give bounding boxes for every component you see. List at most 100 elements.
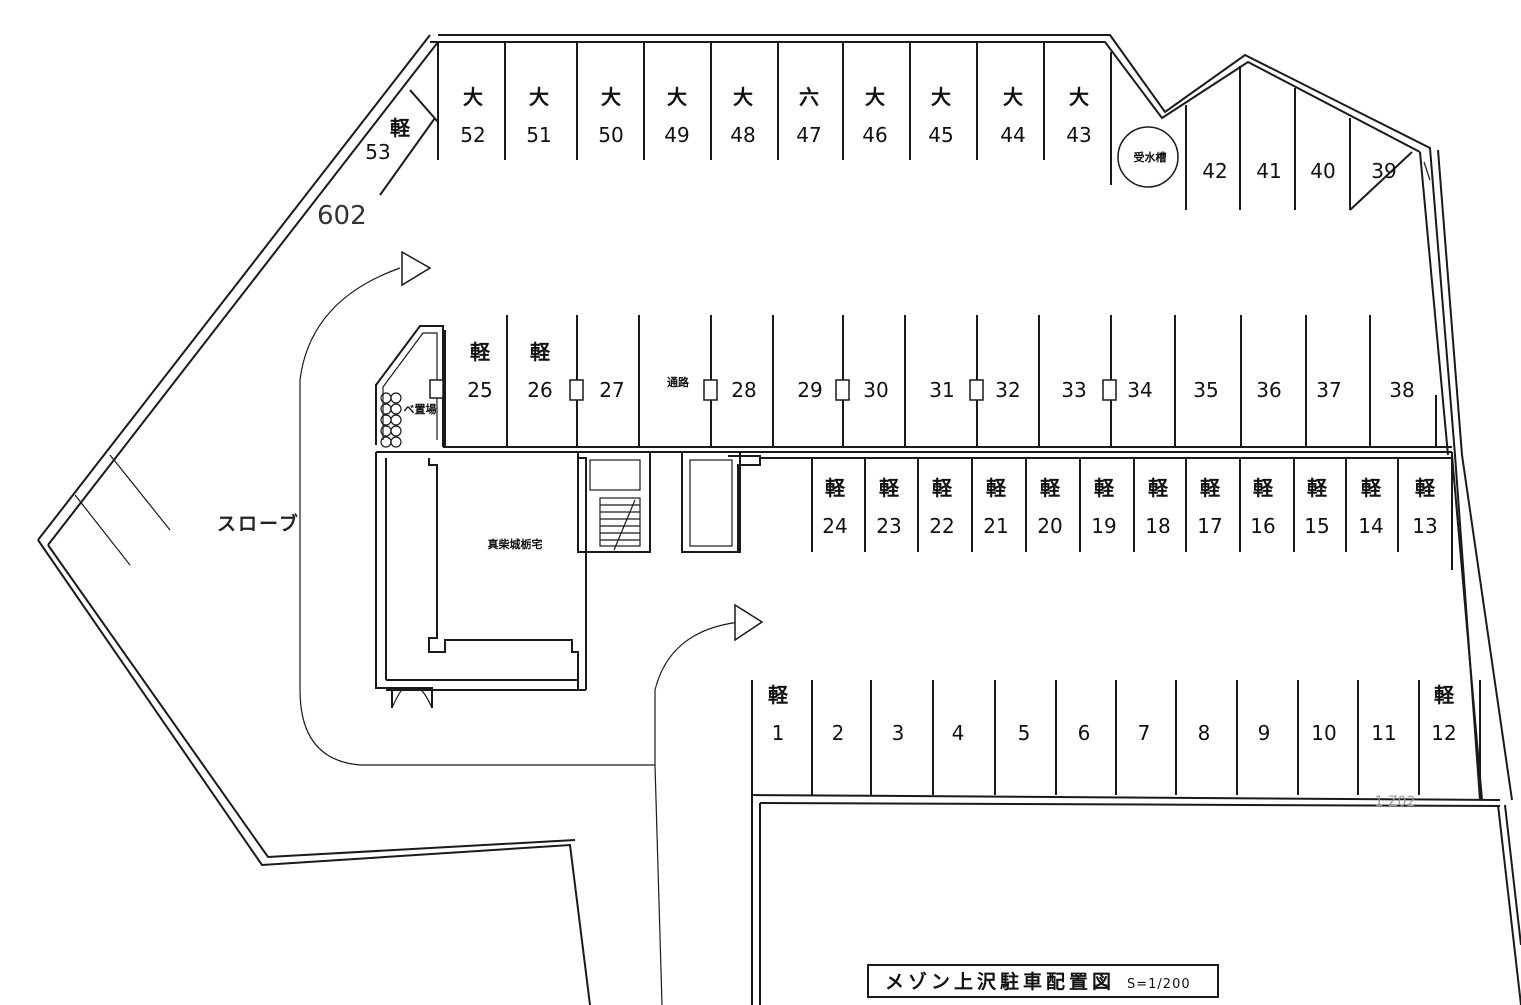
space-type-tag: 軽 — [932, 476, 953, 500]
parking-space-49: 49大 — [664, 85, 689, 147]
drawing-scale: S=1/200 — [1127, 977, 1191, 992]
space-number: 11 — [1371, 721, 1396, 745]
parking-space-5: 5 — [1018, 721, 1031, 745]
space-number: 34 — [1127, 378, 1152, 402]
parking-space-46: 46大 — [862, 85, 887, 147]
space-number: 6 — [1078, 721, 1091, 745]
space-type-tag: 軽 — [390, 116, 411, 140]
space-number: 9 — [1258, 721, 1271, 745]
space-type-tag: 大 — [1069, 85, 1089, 109]
space-type-tag: 軽 — [1253, 476, 1274, 500]
space-type-tag: 軽 — [1434, 683, 1455, 707]
parking-space-51: 51大 — [526, 85, 551, 147]
parking-space-31: 31 — [929, 378, 954, 402]
space-number: 22 — [929, 514, 954, 538]
space-number: 16 — [1250, 514, 1275, 538]
space-number: 42 — [1202, 159, 1227, 183]
parking-space-37: 37 — [1316, 378, 1341, 402]
faint-mark: 1 Z02 — [1375, 794, 1416, 810]
parking-space-32: 32 — [995, 378, 1020, 402]
space-number: 36 — [1256, 378, 1281, 402]
parking-space-40: 40 — [1310, 159, 1335, 183]
space-number: 43 — [1066, 123, 1091, 147]
top-row-dividers — [379, 42, 1431, 211]
parking-space-13: 13軽 — [1412, 476, 1437, 538]
space-number: 45 — [928, 123, 953, 147]
parking-space-50: 50大 — [598, 85, 623, 147]
space-number: 7 — [1138, 721, 1151, 745]
parking-space-33: 33 — [1061, 378, 1086, 402]
space-number: 38 — [1389, 378, 1414, 402]
space-number: 4 — [952, 721, 965, 745]
space-number: 33 — [1061, 378, 1086, 402]
space-number: 48 — [730, 123, 755, 147]
parking-space-26: 26軽 — [527, 340, 552, 402]
driveway-arrows — [299, 250, 764, 1005]
space-number: 50 — [598, 123, 623, 147]
space-number: 47 — [796, 123, 821, 147]
parking-space-41: 41 — [1256, 159, 1281, 183]
parking-space-39: 39 — [1371, 159, 1396, 183]
parking-space-7: 7 — [1138, 721, 1151, 745]
space-number: 31 — [929, 378, 954, 402]
site-boundary — [37, 34, 1521, 1005]
parking-space-53: 53軽 — [365, 116, 411, 164]
parking-space-22: 22 軽 — [929, 476, 954, 538]
space-number: 15 — [1304, 514, 1329, 538]
space-type-tag: 六 — [799, 85, 819, 109]
slope-label: スローブ — [217, 512, 300, 535]
space-number: 18 — [1145, 514, 1170, 538]
parking-space-24: 24軽 — [822, 476, 847, 538]
space-number: 13 — [1412, 514, 1437, 538]
space-type-tag: 軽 — [1040, 476, 1061, 500]
parking-space-52: 52 大 — [460, 85, 485, 147]
parking-space-44: 44大 — [1000, 85, 1025, 147]
space-type-tag: 大 — [865, 85, 885, 109]
bottom-row-dividers: 1 Z02 — [751, 680, 1501, 1005]
water-tank-label: 受水槽 — [1134, 150, 1167, 164]
parking-space-14: 14軽 — [1358, 476, 1383, 538]
parking-space-30: 30 — [863, 378, 888, 402]
parking-space-25: 25軽 — [467, 340, 492, 402]
space-number: 28 — [731, 378, 756, 402]
space-number: 19 — [1091, 514, 1116, 538]
building: 真柴城栃宅 — [375, 451, 761, 709]
space-type-tag: 大 — [529, 85, 549, 109]
space-number: 1 — [772, 721, 785, 745]
space-type-tag: 大 — [1003, 85, 1023, 109]
gas-storage: ベ置場 — [375, 325, 444, 448]
space-type-tag: 軽 — [470, 340, 491, 364]
space-type-tag: 軽 — [1307, 476, 1328, 500]
parking-space-38: 38 — [1389, 378, 1414, 402]
gas-storage-label: ベ置場 — [404, 402, 437, 416]
space-type-tag: 大 — [733, 85, 753, 109]
space-number: 30 — [863, 378, 888, 402]
water-tank: 受水槽 — [1117, 126, 1179, 188]
parking-space-12: 12軽 — [1431, 683, 1456, 745]
lot-code: 602 — [317, 201, 367, 231]
parking-space-16: 16 軽 — [1250, 476, 1275, 538]
space-number: 52 — [460, 123, 485, 147]
parking-space-47: 47 六 — [796, 85, 821, 147]
building-label: 真柴城栃宅 — [488, 537, 543, 551]
space-number: 35 — [1193, 378, 1218, 402]
space-number: 8 — [1198, 721, 1211, 745]
parking-space-48: 48 大 — [730, 85, 755, 147]
parking-space-27: 27 — [599, 378, 624, 402]
parking-space-9: 9 — [1258, 721, 1271, 745]
passage-label: 通路 — [667, 375, 690, 389]
parking-space-10: 10 — [1311, 721, 1336, 745]
parking-space-19: 19軽 — [1091, 476, 1116, 538]
space-type-tag: 軽 — [530, 340, 551, 364]
space-type-tag: 大 — [463, 85, 483, 109]
parking-space-23: 23軽 — [876, 476, 901, 538]
space-type-tag: 軽 — [1200, 476, 1221, 500]
space-type-tag: 軽 — [825, 476, 846, 500]
row-13-24-dividers — [760, 452, 1453, 570]
space-number: 32 — [995, 378, 1020, 402]
space-number: 14 — [1358, 514, 1383, 538]
space-number: 41 — [1256, 159, 1281, 183]
space-number: 40 — [1310, 159, 1335, 183]
space-type-tag: 軽 — [768, 683, 789, 707]
